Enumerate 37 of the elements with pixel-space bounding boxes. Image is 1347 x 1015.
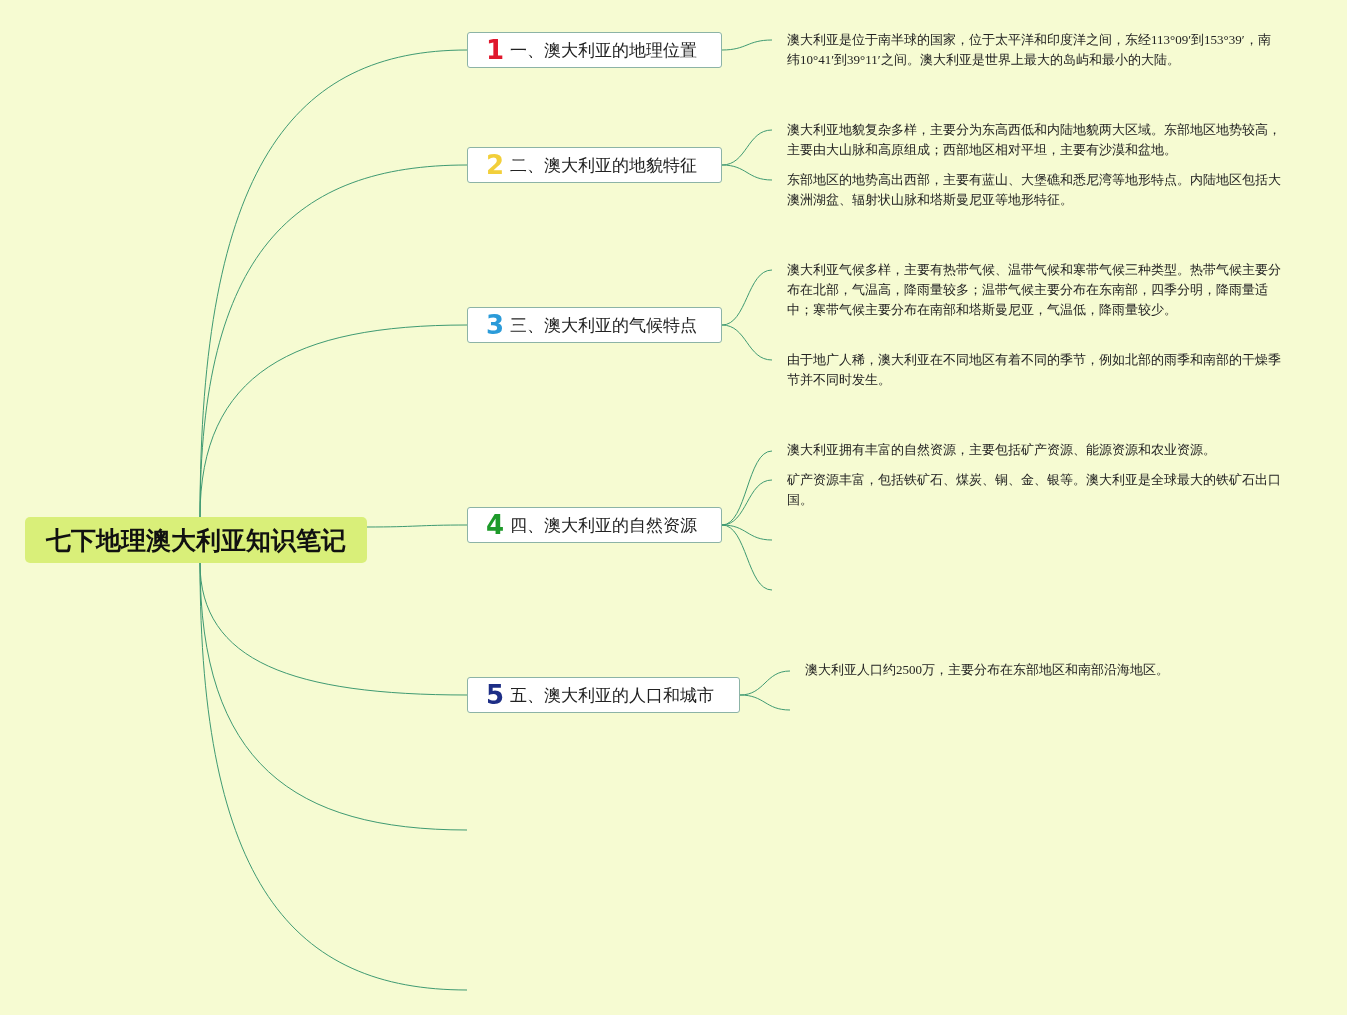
topic-label: 四、澳大利亚的自然资源 (510, 513, 698, 537)
connector-line (721, 524, 773, 541)
topic-number: 4 (486, 512, 505, 538)
topic-box (467, 507, 722, 543)
connector-line (721, 39, 773, 51)
connector-line (366, 524, 468, 528)
topic-number: 2 (486, 152, 505, 178)
topic-box (467, 307, 722, 343)
topic-number: 1 (486, 37, 505, 63)
connector-line (721, 164, 773, 181)
topic-label: 一、澳大利亚的地理位置 (510, 38, 698, 62)
topic-number: 5 (486, 682, 505, 708)
connector-line (199, 562, 468, 991)
topic-number: 3 (486, 312, 505, 338)
connector-line (739, 670, 791, 696)
connector-line (199, 324, 468, 518)
topic-box (467, 147, 722, 183)
note-text: 由于地广人稀，澳大利亚在不同地区有着不同的季节，例如北部的雨季和南部的干燥季节并不同时发生。 (772, 350, 1282, 392)
connector-line (721, 269, 773, 326)
note-text: 澳大利亚地貌复杂多样，主要分为东高西低和内陆地貌两大区域。东部地区地势较高，主要由大山脉和高原组成；西部地区相对平坦，主要有沙漠和盆地。 (772, 120, 1282, 162)
connector-line (739, 694, 791, 711)
connector-line (721, 324, 773, 361)
note-text: 澳大利亚拥有丰富的自然资源，主要包括矿产资源、能源资源和农业资源。 (772, 440, 1282, 462)
note-text: 澳大利亚气候多样，主要有热带气候、温带气候和寒带气候三种类型。热带气候主要分布在北部，气温高，降雨量较多；温带气候主要分布在东南部，四季分明，降雨量适中；寒带气候主要分布在南部和塔斯曼尼亚，气温低，降雨量较少。 (772, 260, 1282, 342)
topic-box (467, 32, 722, 68)
note-text: 澳大利亚是位于南半球的国家，位于太平洋和印度洋之间，东经113°09′到153°39′，南纬10°41′到39°11′之间。澳大利亚是世界上最大的岛屿和最小的大陆。 (772, 30, 1282, 72)
note-text: 矿产资源丰富，包括铁矿石、煤炭、铜、金、银等。澳大利亚是全球最大的铁矿石出口国。 (772, 470, 1282, 512)
topic-label: 二、澳大利亚的地貌特征 (510, 153, 698, 177)
topic-label: 五、澳大利亚的人口和城市 (510, 683, 715, 707)
central-topic: 七下地理澳大利亚知识笔记 (25, 517, 367, 563)
note-text: 澳大利亚人口约2500万，主要分布在东部地区和南部沿海地区。 (790, 660, 1240, 682)
topic-label: 三、澳大利亚的气候特点 (510, 313, 698, 337)
topic-box (467, 677, 740, 713)
connector-line (721, 524, 773, 591)
note-text: 东部地区的地势高出西部，主要有蓝山、大堡礁和悉尼湾等地形特点。内陆地区包括大澳洲湖盆、辐射状山脉和塔斯曼尼亚等地形特征。 (772, 170, 1282, 212)
connector-line (721, 479, 773, 526)
connector-line (721, 129, 773, 166)
